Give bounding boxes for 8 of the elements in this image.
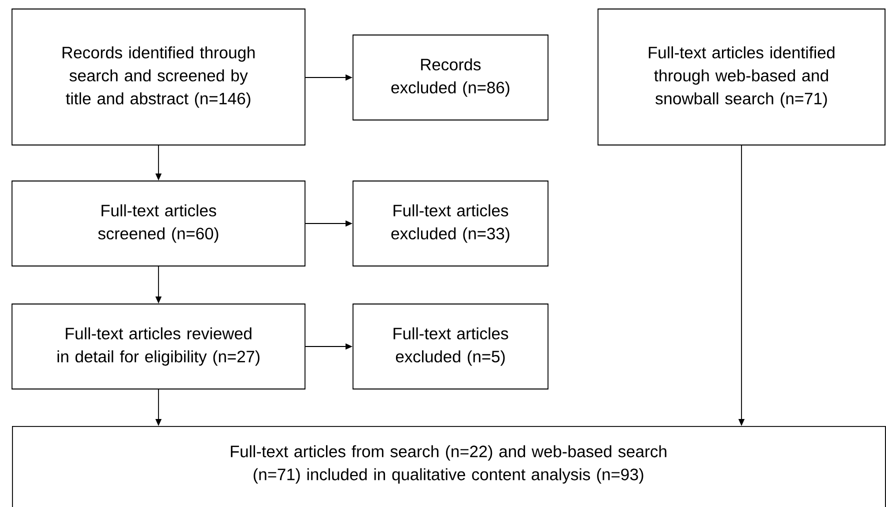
box: Records identified through search and screened by title and abstract (n=146) xyxy=(12,8,306,146)
box: Full-text articles excluded (n=5) xyxy=(352,304,548,390)
box: Full-text articles screened (n=60) xyxy=(12,180,306,266)
box: Full-text articles identified through web-based and snowball search (n=71) xyxy=(598,8,886,146)
box: Full-text articles excluded (n=33) xyxy=(352,180,548,266)
box: Full-text articles from search (n=22) and web-based search (n=71) included in qualitative content analysis (n=93) xyxy=(12,426,886,507)
box: Records excluded (n=86) xyxy=(352,34,548,120)
box: Full-text articles reviewed in detail for eligibility (n=27) xyxy=(12,304,306,390)
